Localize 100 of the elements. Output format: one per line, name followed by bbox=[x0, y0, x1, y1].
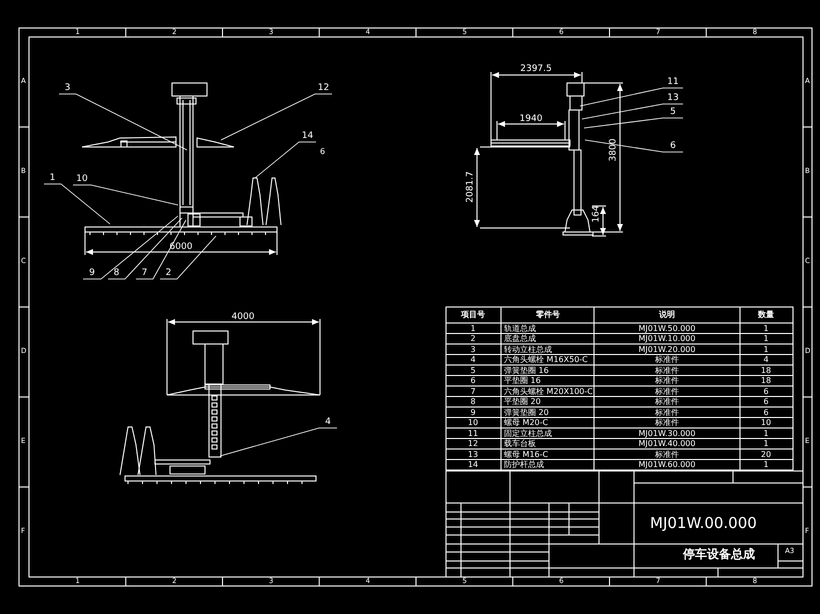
callout-number: 9 bbox=[83, 268, 101, 279]
table-cell: 轨道总成 bbox=[504, 324, 536, 332]
table-cell: MJ01W.60.000 bbox=[638, 461, 696, 469]
table-cell: 13 bbox=[468, 450, 478, 458]
table-cell: 5 bbox=[470, 366, 476, 374]
table-cell: 标准件 bbox=[655, 388, 679, 396]
table-cell: 10 bbox=[760, 419, 772, 427]
callout-number: 11 bbox=[663, 77, 683, 88]
callout-number: 6 bbox=[663, 141, 683, 152]
table-cell: 弹簧垫圈 16 bbox=[504, 366, 549, 374]
table-header: 数量 bbox=[758, 311, 774, 319]
leader-line bbox=[136, 220, 186, 280]
table-cell: 平垫圈 20 bbox=[504, 398, 541, 406]
table-cell: 14 bbox=[468, 461, 478, 469]
callout-number: 7 bbox=[136, 268, 153, 279]
table-cell: 螺母 M20-C bbox=[504, 419, 548, 427]
table-cell: 12 bbox=[468, 440, 478, 448]
table-cell: 1 bbox=[763, 324, 769, 332]
table-cell: 18 bbox=[760, 377, 772, 385]
leader-line bbox=[580, 88, 684, 106]
table-cell: 9 bbox=[470, 408, 476, 416]
table-header: 项目号 bbox=[461, 311, 485, 319]
table-cell: 6 bbox=[470, 377, 476, 385]
leader-line bbox=[220, 428, 338, 456]
callout-number: 5 bbox=[663, 107, 683, 118]
table-cell: 固定立柱总成 bbox=[504, 430, 552, 438]
table-cell: MJ01W.50.000 bbox=[638, 324, 696, 332]
table-cell: 1 bbox=[763, 335, 769, 343]
top-view-drawing bbox=[120, 330, 320, 484]
table-cell: 4 bbox=[763, 356, 769, 364]
table-cell: 1 bbox=[763, 430, 769, 438]
table-cell: 标准件 bbox=[655, 356, 679, 364]
dimension-text: 2397.5 bbox=[520, 65, 552, 74]
table-cell: 6 bbox=[763, 408, 769, 416]
table-cell: 11 bbox=[468, 430, 478, 438]
leader-line bbox=[44, 184, 110, 224]
drawing-title: 停车设备总成 bbox=[683, 548, 755, 560]
table-cell: 载车台板 bbox=[504, 440, 536, 448]
dimension-text: 4000 bbox=[232, 313, 254, 322]
table-cell: 底盘总成 bbox=[504, 335, 536, 343]
table-cell: 标准件 bbox=[655, 419, 679, 427]
table-cell: 标准件 bbox=[655, 377, 679, 385]
dimension-text: 1940 bbox=[520, 115, 542, 124]
drawing-number: MJ01W.00.000 bbox=[650, 516, 757, 531]
table-cell: 7 bbox=[470, 388, 476, 396]
callout-number: 13 bbox=[663, 93, 683, 104]
table-cell: 标准件 bbox=[655, 408, 679, 416]
table-cell: MJ01W.20.000 bbox=[638, 346, 696, 354]
leader-line bbox=[82, 216, 178, 280]
leader-line bbox=[58, 94, 188, 150]
table-cell: 平垫圈 16 bbox=[504, 377, 541, 385]
table-cell: MJ01W.10.000 bbox=[638, 335, 696, 343]
side-view-drawing bbox=[490, 82, 594, 236]
table-cell: 防护杆总成 bbox=[504, 461, 544, 469]
table-header: 零件号 bbox=[536, 311, 560, 319]
table-cell: 六角头螺栓 M16X50-C bbox=[504, 356, 588, 364]
dimension-text: 6000 bbox=[170, 243, 192, 252]
table-cell: 1 bbox=[763, 346, 769, 354]
callout-number: 1 bbox=[44, 173, 61, 184]
callout-number: 3 bbox=[59, 83, 76, 94]
table-cell: 1 bbox=[763, 461, 769, 469]
table-cell: MJ01W.30.000 bbox=[638, 430, 696, 438]
leader-line bbox=[160, 236, 216, 280]
callout-number: 8 bbox=[108, 268, 125, 279]
table-cell: 3 bbox=[470, 346, 476, 354]
leader-line bbox=[72, 184, 178, 206]
table-cell: 8 bbox=[470, 398, 476, 406]
callout-number: 14 bbox=[299, 131, 316, 142]
table-cell: 标准件 bbox=[655, 398, 679, 406]
table-cell: 螺母 M16-C bbox=[504, 450, 548, 458]
callout-number: 6 bbox=[320, 148, 326, 156]
callout-number: 2 bbox=[160, 268, 177, 279]
callout-number: 4 bbox=[319, 417, 337, 428]
leader-line bbox=[584, 118, 684, 128]
table-cell: MJ01W.40.000 bbox=[638, 440, 696, 448]
dimension-text: 2081.7 bbox=[466, 171, 476, 203]
table-cell: 4 bbox=[470, 356, 476, 364]
table-header: 说明 bbox=[659, 311, 675, 319]
table-cell: 6 bbox=[763, 388, 769, 396]
table-cell: 弹簧垫圈 20 bbox=[504, 408, 549, 416]
dimension-text: 164 bbox=[592, 205, 602, 223]
table-cell: 标准件 bbox=[655, 366, 679, 374]
table-cell: 1 bbox=[470, 324, 476, 332]
leader-line bbox=[254, 142, 316, 178]
callout-number: 12 bbox=[315, 83, 332, 94]
table-cell: 20 bbox=[760, 450, 772, 458]
dimension-text: 3800 bbox=[610, 138, 618, 162]
leader-line bbox=[584, 140, 684, 152]
table-cell: 2 bbox=[470, 335, 476, 343]
table-cell: 18 bbox=[760, 366, 772, 374]
table-cell: 10 bbox=[468, 419, 478, 427]
callout-number: 10 bbox=[73, 174, 91, 185]
table-cell: 转动立柱总成 bbox=[504, 346, 552, 354]
table-cell: 标准件 bbox=[655, 450, 679, 458]
table-cell: 1 bbox=[763, 440, 769, 448]
table-cell: 6 bbox=[763, 398, 769, 406]
leader-line bbox=[220, 94, 332, 140]
leader-line bbox=[108, 218, 182, 280]
leader-line bbox=[582, 104, 684, 120]
table-cell: 六角头螺栓 M20X100-C bbox=[504, 388, 593, 396]
